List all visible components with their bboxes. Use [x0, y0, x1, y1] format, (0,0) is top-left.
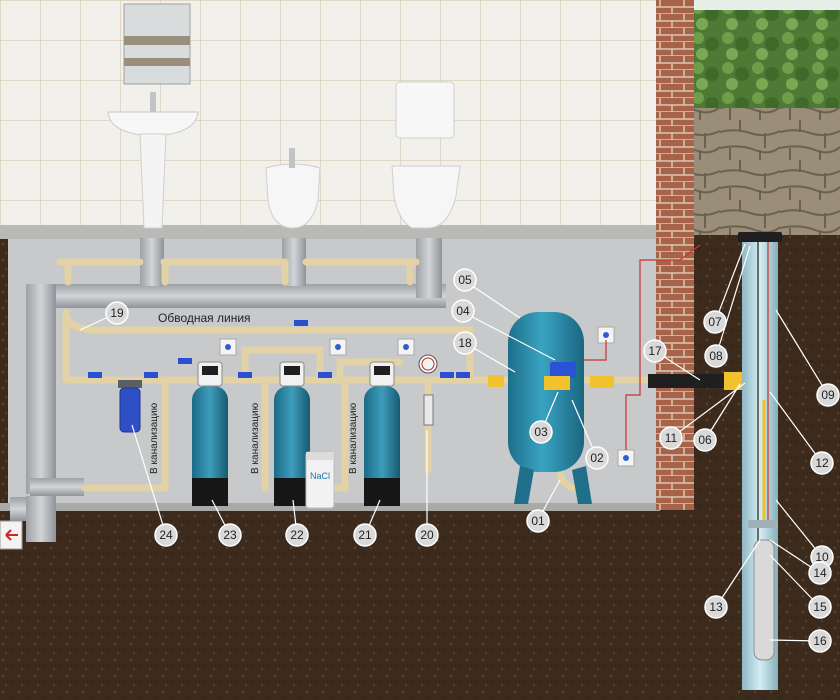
callout-10-text: 10 — [815, 550, 829, 564]
callout-14-text: 14 — [813, 566, 827, 580]
toilet — [391, 81, 461, 229]
callout-01-text: 01 — [531, 514, 545, 528]
brine-tank-label: NaCl — [310, 471, 330, 481]
washbasin — [107, 92, 199, 229]
callout-22: 22 — [285, 523, 309, 547]
callout-18: 18 — [453, 331, 477, 355]
callout-16-text: 16 — [813, 634, 827, 648]
callout-08: 08 — [704, 344, 728, 368]
callout-17-text: 17 — [648, 344, 662, 358]
callout-21: 21 — [353, 523, 377, 547]
callout-23-text: 23 — [223, 528, 237, 542]
drain-label-3: В канализацию — [348, 402, 359, 474]
brine-tank: NaCl — [305, 451, 335, 509]
callout-18-text: 18 — [458, 336, 472, 350]
drain-label-2: В канализацию — [250, 402, 261, 474]
bypass-line-label: Обводная линия — [158, 311, 251, 325]
callout-16: 16 — [808, 629, 832, 653]
filter-column-23 — [192, 361, 228, 506]
callout-14: 14 — [808, 561, 832, 585]
callout-22-text: 22 — [290, 528, 304, 542]
callout-20: 20 — [415, 523, 439, 547]
stone-wall — [694, 95, 840, 235]
callout-19-text: 19 — [110, 306, 124, 320]
pressure-switch-cable — [575, 244, 701, 450]
callout-11: 11 — [659, 426, 683, 450]
filter-column-22 — [274, 361, 310, 506]
callout-08-text: 08 — [709, 349, 723, 363]
borehole-well — [738, 232, 782, 690]
callout-11-text: 11 — [665, 431, 678, 445]
callout-09: 09 — [816, 383, 840, 407]
callout-15-text: 15 — [813, 600, 827, 614]
callout-04: 04 — [451, 299, 475, 323]
callout-06-text: 06 — [698, 433, 712, 447]
filter-column-21 — [364, 361, 400, 506]
bathroom-tile-wall — [0, 0, 660, 232]
bidet — [265, 148, 321, 229]
callout-02: 02 — [585, 446, 609, 470]
mechanical-filter — [118, 380, 142, 433]
callout-21-text: 21 — [358, 528, 372, 542]
callout-13-text: 13 — [709, 600, 723, 614]
pressure-gauge — [418, 354, 438, 426]
pressure-tank — [508, 312, 592, 504]
floor-slab — [0, 225, 660, 239]
callout-03: 03 — [529, 420, 553, 444]
callout-02-text: 02 — [590, 451, 604, 465]
well-inlet-pipe — [648, 374, 728, 388]
callout-04-text: 04 — [456, 304, 470, 318]
callout-12-text: 12 — [815, 456, 829, 470]
callout-07: 07 — [703, 310, 727, 334]
callout-07-text: 07 — [708, 315, 722, 329]
callout-13: 13 — [704, 595, 728, 619]
callout-24-text: 24 — [159, 528, 173, 542]
callout-05-text: 05 — [458, 273, 472, 287]
callout-19: 19 — [105, 301, 129, 325]
sky-patch — [694, 0, 840, 10]
callout-03-text: 03 — [534, 425, 548, 439]
callout-17: 17 — [643, 339, 667, 363]
callout-23: 23 — [218, 523, 242, 547]
drain-label-1: В канализацию — [149, 402, 160, 474]
power-outlets — [219, 326, 635, 467]
mirror — [123, 3, 191, 85]
callout-20-text: 20 — [420, 528, 434, 542]
callout-24: 24 — [154, 523, 178, 547]
callout-15: 15 — [808, 595, 832, 619]
callout-06: 06 — [693, 428, 717, 452]
callout-01: 01 — [526, 509, 550, 533]
callout-09-text: 09 — [821, 388, 835, 402]
callout-05: 05 — [453, 268, 477, 292]
ivy-hedge — [694, 8, 840, 108]
callout-12: 12 — [810, 451, 834, 475]
sewer-system — [0, 238, 446, 550]
